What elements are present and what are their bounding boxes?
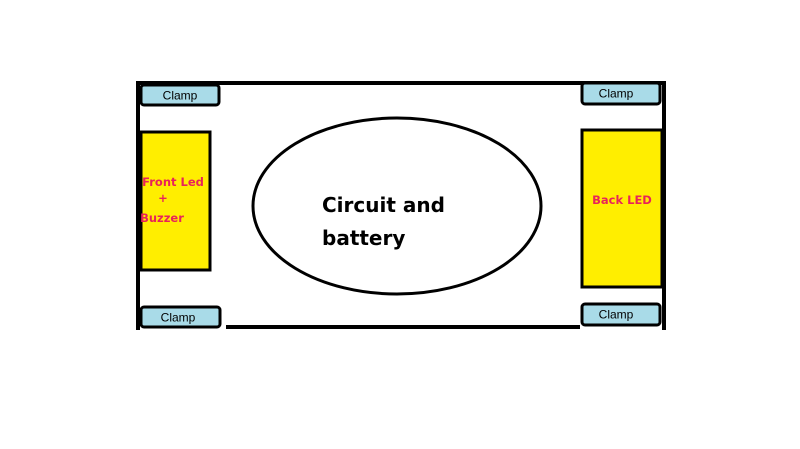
back-led-module: Back LED xyxy=(580,128,664,289)
front-led-buzzer-module: Front Led + Buzzer xyxy=(139,130,212,272)
center-label-line-2: battery xyxy=(322,226,405,250)
clamp-bottom-right: Clamp xyxy=(580,302,662,327)
board-outline xyxy=(136,81,666,330)
clamp-bottom-left: Clamp xyxy=(139,305,222,329)
back-module-label: Back LED xyxy=(592,193,652,207)
center-label-line-1: Circuit and xyxy=(322,193,445,217)
front-module-line-3: Buzzer xyxy=(140,211,184,225)
clamp-label: Clamp xyxy=(599,87,634,101)
front-module-line-2: + xyxy=(158,191,168,205)
clamp-label: Clamp xyxy=(161,311,196,325)
clamp-top-left: Clamp xyxy=(139,83,221,107)
circuit-battery-area: Circuit and battery xyxy=(251,116,543,296)
clamp-top-right: Clamp xyxy=(580,81,662,106)
front-module-line-1: Front Led xyxy=(142,175,204,189)
clamp-label: Clamp xyxy=(599,308,634,322)
clamp-label: Clamp xyxy=(163,89,198,103)
